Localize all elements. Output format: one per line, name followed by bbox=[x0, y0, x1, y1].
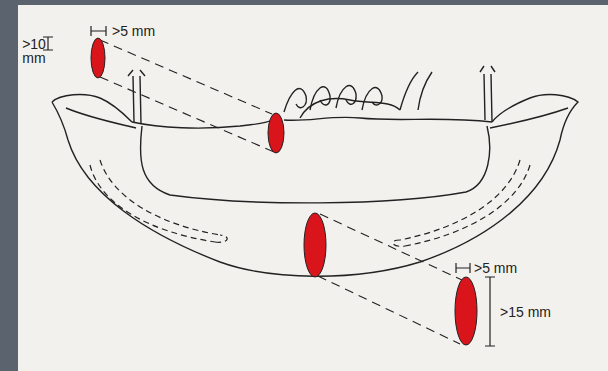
frame-bar bbox=[0, 0, 18, 371]
projection-line bbox=[100, 40, 462, 344]
mandible-outline bbox=[52, 66, 578, 276]
dimension-label: >5 mm bbox=[112, 24, 155, 38]
dimension-bracket bbox=[43, 26, 495, 346]
dimension-label: >10 mm bbox=[20, 37, 48, 65]
dimension-label: >15 mm bbox=[500, 305, 551, 319]
frame-bar bbox=[0, 0, 608, 5]
dimension-label: >5 mm bbox=[474, 261, 517, 275]
implant-site bbox=[91, 38, 477, 345]
